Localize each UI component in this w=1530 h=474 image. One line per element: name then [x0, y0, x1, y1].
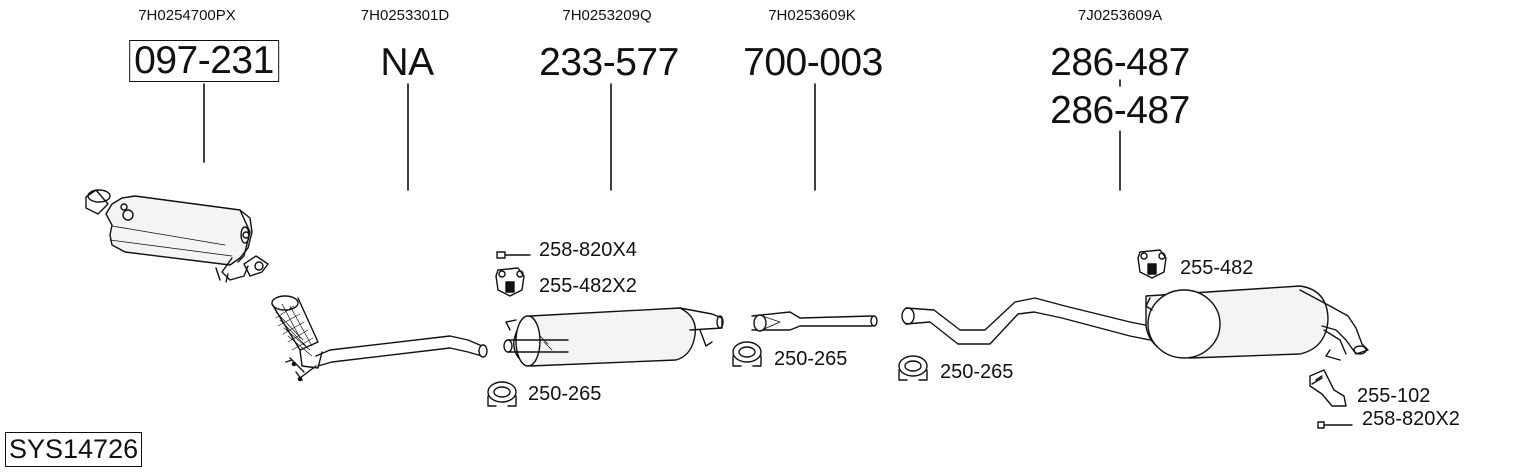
pipe-clamp-icon-1	[487, 381, 517, 407]
oe-number-part-1: 7H0254700PX	[138, 7, 236, 24]
leader-lines	[203, 79, 1121, 191]
rear-silencer	[901, 285, 1369, 361]
system-code: SYS14726	[5, 432, 143, 467]
particulate-filter	[85, 189, 269, 283]
hanger-label-1: 255-482X2	[539, 275, 637, 297]
intermediate-pipe	[751, 311, 878, 332]
pipe-clamp-icon-3	[898, 355, 928, 381]
part-ref-1: 097-231	[129, 40, 279, 82]
oe-number-part-3: 7H0253209Q	[562, 7, 652, 24]
centre-silencer	[503, 307, 724, 367]
bolt-label-2: 258-820X2	[1362, 408, 1460, 430]
rubber-hanger-icon-1	[495, 267, 525, 297]
clamp-label-1: 250-265	[528, 383, 602, 405]
bracket-label: 255-102	[1357, 385, 1431, 407]
clamp-label-2: 250-265	[774, 348, 848, 370]
oe-number-part-5: 7J0253609A	[1077, 7, 1163, 24]
clamp-label-3: 250-265	[940, 361, 1014, 383]
mounting-bracket-icon	[1309, 369, 1347, 407]
front-pipe	[271, 295, 488, 382]
oe-number-part-2: 7H0253301D	[360, 7, 450, 24]
bolt-icon-1	[496, 251, 531, 259]
part-ref-4: 700-003	[743, 41, 883, 84]
part-ref-5: 286-487	[1050, 41, 1190, 84]
oe-number-part-4: 7H0253609K	[768, 7, 856, 24]
rubber-hanger-icon-2	[1137, 249, 1167, 279]
bolt-icon-2	[1317, 421, 1353, 429]
pipe-clamp-icon-2	[732, 341, 762, 367]
hanger-label-2: 255-482	[1180, 257, 1254, 279]
part-ref-5-alt: 286-487	[1050, 89, 1190, 132]
part-ref-3: 233-577	[539, 41, 679, 84]
part-ref-2: NA	[380, 41, 434, 84]
bolt-label-1: 258-820X4	[539, 239, 637, 261]
